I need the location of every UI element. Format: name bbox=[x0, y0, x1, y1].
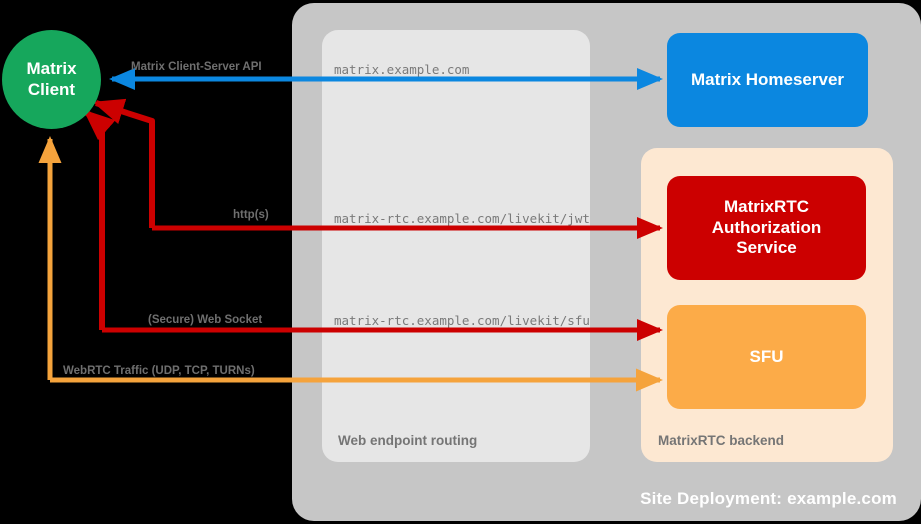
flow-label-matrix-client-server-api: Matrix Client-Server API bbox=[131, 61, 262, 73]
node-matrix-homeserver-label: Matrix Homeserver bbox=[690, 69, 845, 89]
endpoint-url-matrix: matrix.example.com bbox=[334, 62, 470, 77]
flow-label-https: http(s) bbox=[233, 209, 269, 221]
arrow-websocket-return-to-client bbox=[83, 109, 116, 330]
endpoint-url-livekit-jwt: matrix-rtc.example.com/livekit/jwt bbox=[334, 211, 590, 226]
site-deployment-label: Site Deployment: example.com bbox=[640, 489, 897, 508]
matrixrtc-backend-label: MatrixRTC backend bbox=[658, 433, 785, 448]
endpoint-url-livekit-sfu: matrix-rtc.example.com/livekit/sfu bbox=[334, 313, 590, 328]
node-sfu-label: SFU bbox=[749, 346, 784, 366]
flow-label-secure-web-socket: (Secure) Web Socket bbox=[148, 314, 263, 326]
node-sfu[interactable]: SFU bbox=[667, 305, 866, 409]
arrow-https-return-to-client bbox=[92, 98, 155, 228]
node-matrix-homeserver[interactable]: Matrix Homeserver bbox=[667, 33, 868, 127]
web-endpoint-routing-label: Web endpoint routing bbox=[338, 433, 478, 448]
flow-label-webrtc-traffic: WebRTC Traffic (UDP, TCP, TURNs) bbox=[63, 365, 255, 377]
web-endpoint-routing-container: Web endpoint routing bbox=[322, 30, 590, 462]
